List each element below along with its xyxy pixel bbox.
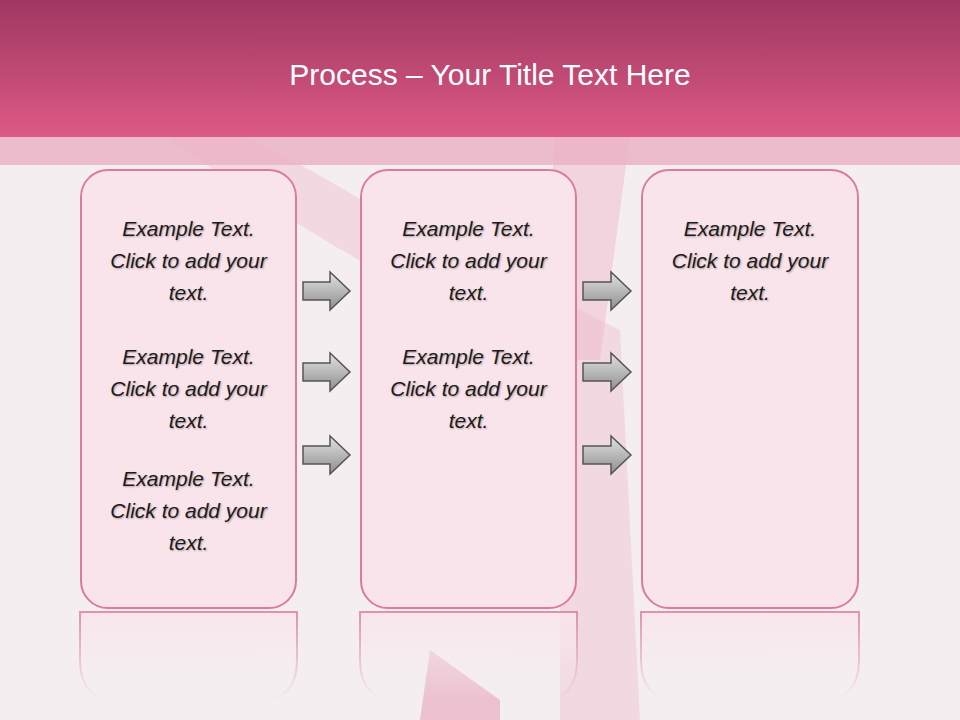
body-text: Example Text. Click to add your text. xyxy=(103,463,275,559)
body-text: Example Text. Click to add your text. xyxy=(664,213,836,309)
reflection xyxy=(360,612,577,700)
block-arrow xyxy=(303,436,350,474)
body-text: Example Text. Click to add your text. xyxy=(383,213,555,309)
body-text: Example Text. Click to add your text. xyxy=(103,213,275,309)
block-arrow xyxy=(583,272,631,310)
process-box: Example Text. Click to add your text. xyxy=(641,169,859,609)
block-arrow xyxy=(303,272,350,310)
reflections xyxy=(80,612,859,700)
block-arrow xyxy=(583,436,631,474)
process-box: Example Text. Click to add your text. Exa… xyxy=(80,169,297,609)
reflection xyxy=(80,612,297,700)
process-box: Example Text. Click to add your text. Exa… xyxy=(360,169,577,609)
slide-title: Process – Your Title Text Here xyxy=(0,52,960,98)
body-text: Example Text. Click to add your text. xyxy=(103,341,275,437)
header-strip xyxy=(0,137,960,165)
block-arrow xyxy=(303,353,350,391)
reflection xyxy=(641,612,859,700)
block-arrow xyxy=(583,353,631,391)
body-text: Example Text. Click to add your text. xyxy=(383,341,555,437)
